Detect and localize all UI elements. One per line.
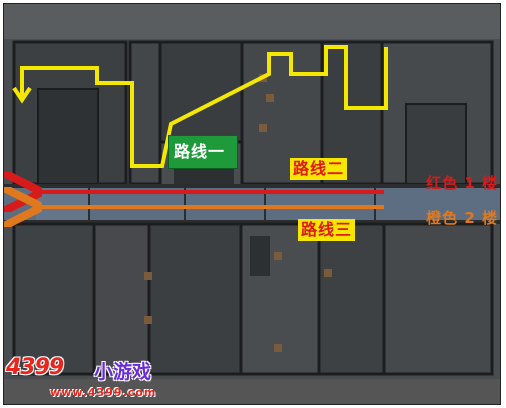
route-one-label: 路线一 [168,135,238,169]
level-map [4,4,500,404]
lower-rooms [12,222,494,376]
route-two-label: 路线二 [290,158,348,180]
watermark-url: www.4399.com [50,386,157,399]
watermark-name: 小游戏 [94,361,152,383]
route-three-label: 路线三 [298,219,356,241]
floor-label-orange: 橙色 2 楼 [426,209,498,227]
map-frame [3,3,501,405]
route-one-path [20,45,388,168]
watermark-logo: 4399 [6,355,64,380]
route-one-arrowhead [12,86,32,104]
site-watermark: 4399 小游戏 www.4399.com [6,355,196,403]
upper-rooms [12,40,494,186]
floor-label-red: 红色 1 楼 [426,174,498,192]
